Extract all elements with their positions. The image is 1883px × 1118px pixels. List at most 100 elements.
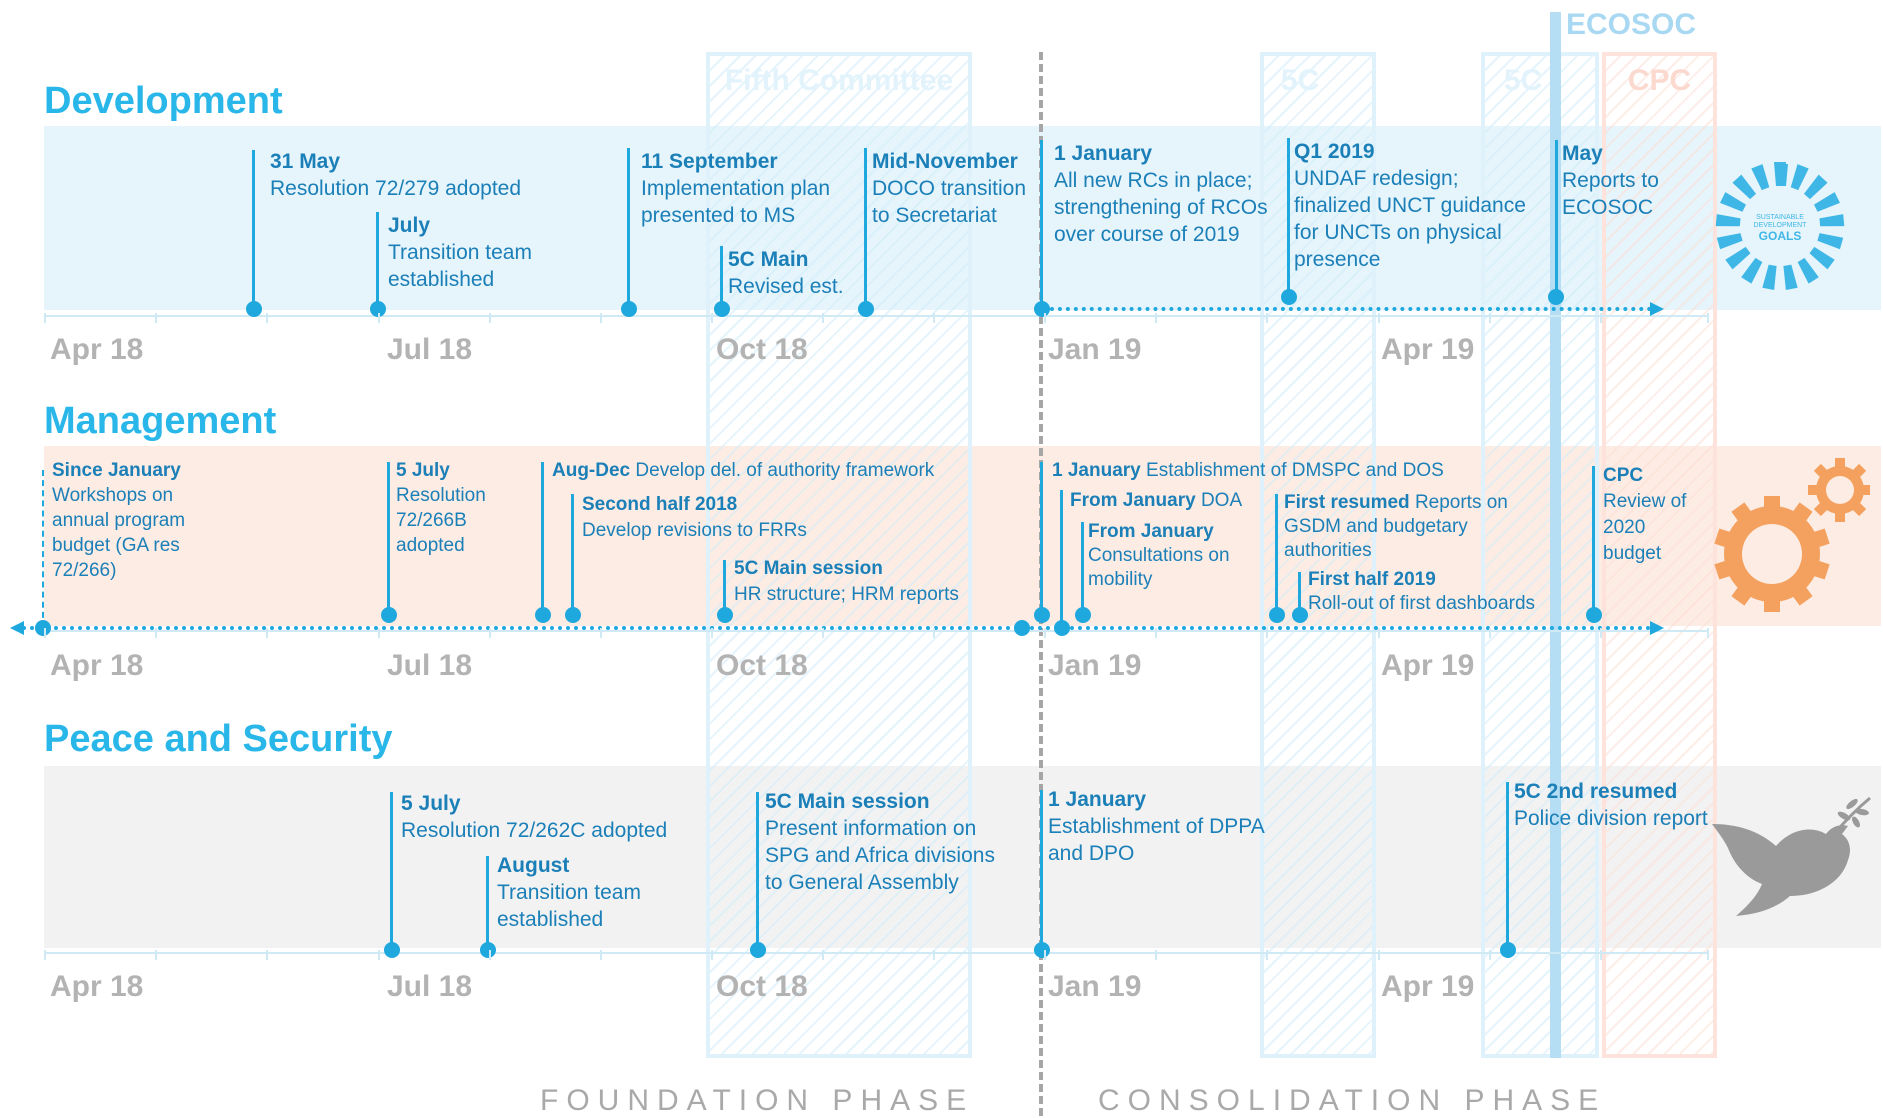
management-arrow-left	[10, 621, 24, 635]
peace-axis	[44, 952, 1707, 954]
axis-tick	[1600, 628, 1602, 638]
axis-tick	[1707, 628, 1709, 638]
month-label: Jul 18	[387, 970, 473, 1003]
ecosoc-label: ECOSOC	[1566, 8, 1697, 41]
event-stem	[1592, 466, 1595, 622]
event-dot	[717, 607, 733, 623]
event-stem	[1040, 140, 1043, 310]
axis-tick	[378, 628, 380, 638]
event-stem	[376, 212, 379, 310]
axis-tick	[1489, 950, 1491, 960]
event-stem	[390, 792, 393, 950]
event-dot	[1075, 607, 1091, 623]
axis-tick	[1266, 313, 1268, 323]
axis-tick	[1707, 950, 1709, 960]
event-stem	[252, 150, 255, 310]
event-stem	[1287, 138, 1290, 294]
month-label: Apr 18	[50, 649, 144, 682]
axis-tick	[1266, 950, 1268, 960]
axis-tick	[933, 628, 935, 638]
event-stem	[42, 470, 44, 628]
axis-tick	[1378, 628, 1380, 638]
axis-tick	[1600, 313, 1602, 323]
axis-tick	[600, 628, 602, 638]
event-dot	[858, 301, 874, 317]
event-dot	[1034, 301, 1050, 317]
axis-tick	[44, 628, 46, 638]
axis-tick	[1600, 950, 1602, 960]
axis-tick	[822, 313, 824, 323]
month-label: Oct 18	[716, 970, 808, 1003]
axis-tick	[822, 628, 824, 638]
fifth-committee-band-2	[1260, 52, 1376, 1058]
event-stem	[723, 560, 726, 622]
gears-icon	[1710, 454, 1872, 624]
month-label: Oct 18	[716, 649, 808, 682]
management-line	[22, 626, 1652, 630]
event-label: From January DOA	[1070, 490, 1243, 511]
peace-title: Peace and Security	[44, 718, 393, 760]
month-label: Apr 19	[1381, 970, 1475, 1003]
axis-tick	[1707, 313, 1709, 323]
event-label: First resumed Reports on GSDM and budget…	[1284, 492, 1508, 561]
event-dot	[384, 942, 400, 958]
axis-tick	[44, 950, 46, 960]
event-stem	[571, 494, 574, 622]
event-dot	[1034, 942, 1050, 958]
event-dot	[1586, 607, 1602, 623]
axis-tick	[44, 313, 46, 323]
axis-tick	[266, 950, 268, 960]
month-label: Apr 18	[50, 333, 144, 366]
development-future-line	[1042, 307, 1652, 311]
axis-tick	[933, 950, 935, 960]
event-dot	[750, 942, 766, 958]
event-dot	[565, 607, 581, 623]
month-label: Jan 19	[1048, 970, 1142, 1003]
event-label: 1 January Establishment of DMSPC and DOS	[1052, 460, 1444, 481]
event-dot	[370, 301, 386, 317]
axis-tick	[489, 628, 491, 638]
event-dot	[535, 607, 551, 623]
month-label: Apr 19	[1381, 333, 1475, 366]
cpc-label: CPC	[1627, 64, 1692, 97]
axis-tick	[1044, 628, 1046, 638]
management-axis	[44, 630, 1707, 632]
axis-tick	[1378, 313, 1380, 323]
axis-tick	[489, 313, 491, 323]
event-stem	[864, 148, 867, 310]
development-arrow	[1650, 302, 1664, 316]
sdg-caption: SUSTAINABLE DEVELOPMENT GOALS	[1753, 214, 1807, 243]
event-dot	[1500, 942, 1516, 958]
cpc-band	[1602, 52, 1717, 1058]
event-dot	[1034, 607, 1050, 623]
axis-tick	[1489, 628, 1491, 638]
axis-tick	[1266, 628, 1268, 638]
event-stem	[627, 148, 630, 310]
event-stem	[1506, 782, 1509, 950]
event-stem	[756, 792, 759, 950]
month-label: Jan 19	[1048, 649, 1142, 682]
axis-tick	[711, 628, 713, 638]
event-stem	[1081, 522, 1084, 622]
fifth-committee-label-2: 5C	[1280, 64, 1320, 97]
sdg-wheel-icon: SUSTAINABLE DEVELOPMENT GOALS	[1710, 156, 1850, 296]
axis-tick	[489, 950, 491, 960]
month-label: Apr 19	[1381, 649, 1475, 682]
event-stem	[486, 856, 489, 950]
event-stem	[1298, 572, 1301, 622]
axis-tick	[1155, 313, 1157, 323]
axis-tick	[933, 313, 935, 323]
axis-tick	[1044, 950, 1046, 960]
management-arrow	[1650, 621, 1664, 635]
fifth-committee-band-3	[1481, 52, 1599, 1058]
event-stem	[720, 246, 723, 310]
